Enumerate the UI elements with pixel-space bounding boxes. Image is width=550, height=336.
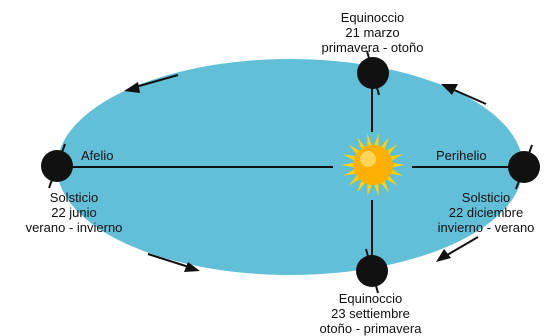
sun-ray <box>386 175 398 186</box>
earth-icon <box>508 144 540 190</box>
bottom-equinox-season: otoño - primavera <box>319 321 422 336</box>
arrow-icon <box>436 236 479 262</box>
top-equinox-season: primavera - otoño <box>321 40 424 55</box>
top-equinox-title: Equinoccio <box>340 10 405 25</box>
afelio-label: Afelio <box>81 148 114 163</box>
sun-ray <box>389 169 404 176</box>
right-solstice-caption: Solsticio 22 diciembre invierno - verano <box>423 190 549 235</box>
bottom-equinox-title: Equinoccio <box>338 291 403 306</box>
sun-ray <box>341 162 355 168</box>
left-solstice-season: verano - invierno <box>25 220 123 235</box>
left-solstice-caption: Solsticio 22 junio verano - invierno <box>4 190 144 235</box>
sun-ray <box>380 137 389 150</box>
sun-ray <box>348 175 360 186</box>
earth-icon <box>357 50 389 96</box>
right-solstice-season: invierno - verano <box>437 220 535 235</box>
sun-ray <box>391 162 405 168</box>
earth-icon <box>356 248 388 294</box>
sun-ray <box>367 183 372 197</box>
sun-ray <box>374 133 379 147</box>
earth-icon <box>41 143 73 189</box>
arrow-icon <box>147 253 200 272</box>
bottom-equinox-caption: Equinoccio 23 settiembre otoño - primave… <box>293 291 448 336</box>
left-solstice-date: 22 junio <box>51 205 97 220</box>
top-equinox-caption: Equinoccio 21 marzo primavera - otoño <box>300 10 445 55</box>
sun-ray <box>380 180 389 193</box>
sun-ray <box>367 133 372 147</box>
sun-ray <box>348 144 360 155</box>
right-solstice-title: Solsticio <box>461 190 511 205</box>
sun-ray <box>342 154 357 161</box>
right-solstice-date: 22 diciembre <box>448 205 524 220</box>
arrow-icon <box>124 74 179 93</box>
left-solstice-title: Solsticio <box>49 190 99 205</box>
sun-ray <box>357 137 366 150</box>
bottom-equinox-date: 23 settiembre <box>331 306 410 321</box>
top-equinox-date: 21 marzo <box>345 25 400 40</box>
arrow-icon <box>441 84 487 105</box>
sun-ray <box>374 183 379 197</box>
sun-ray <box>357 180 366 193</box>
perihelio-label: Perihelio <box>436 148 487 163</box>
sun-icon <box>341 133 405 197</box>
sun-ray <box>386 144 398 155</box>
sun-ray <box>389 154 404 161</box>
sun-ray <box>342 169 357 176</box>
sun-highlight <box>360 151 376 167</box>
